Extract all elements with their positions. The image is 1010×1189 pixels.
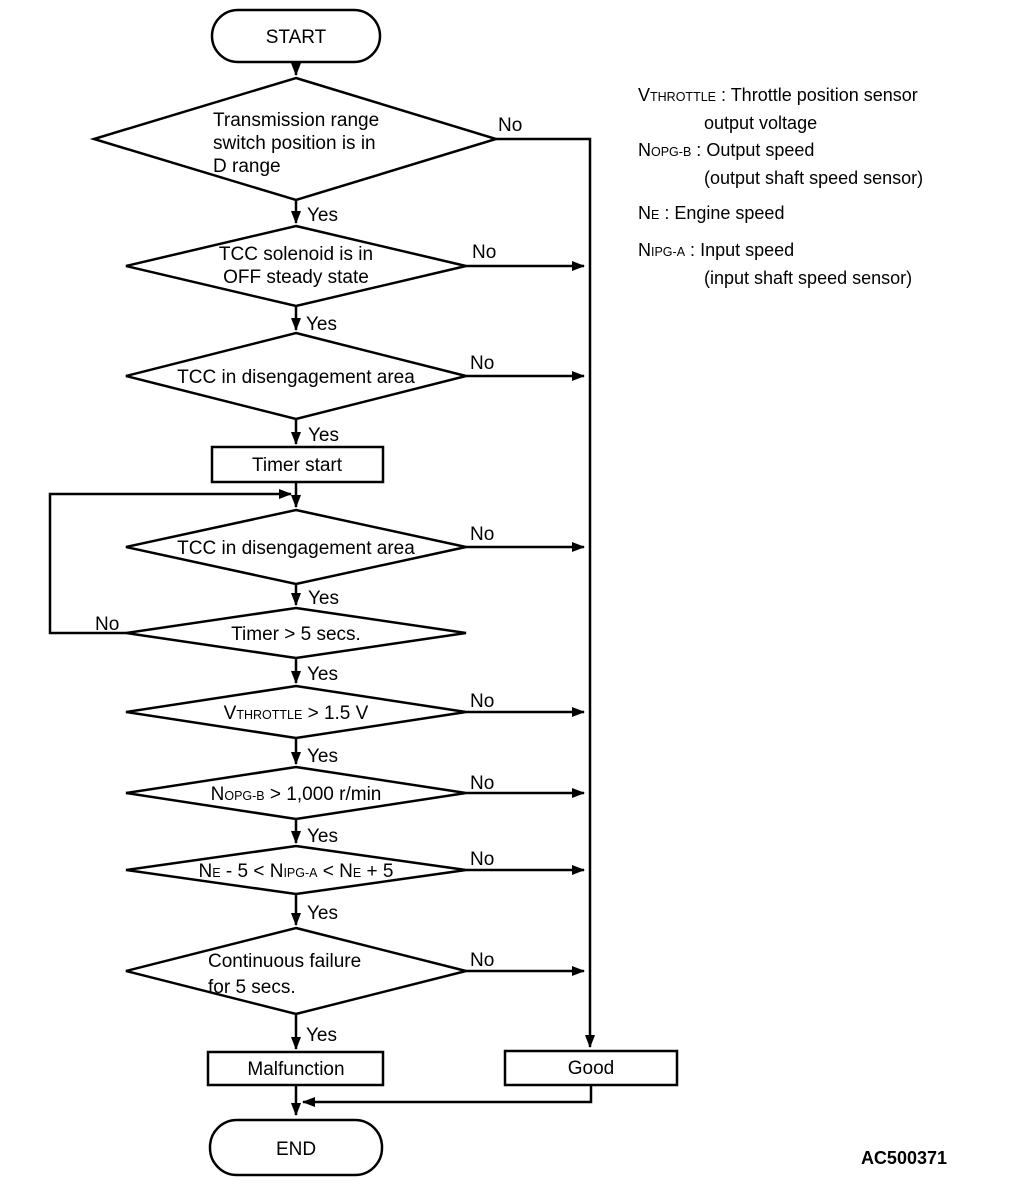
yes-label-d1: Yes <box>307 205 338 226</box>
decision-ne-nipga <box>125 844 467 896</box>
no-label-d8: No <box>470 849 494 870</box>
yes-label-d8: Yes <box>307 903 338 924</box>
yes-label-d3: Yes <box>308 425 339 446</box>
legend-desc2: output voltage <box>704 113 818 133</box>
decision-timer-5secs-label: Timer > 5 secs. <box>231 624 361 645</box>
legend-separator: : <box>691 140 707 160</box>
no-label-d4: No <box>470 524 494 545</box>
yes-label-d4: Yes <box>308 588 339 609</box>
decision-tcc-solenoid-line1: TCC solenoid is in <box>219 244 373 265</box>
legend-subscript: E <box>651 208 660 222</box>
legend-desc: Output speed <box>706 140 815 160</box>
edge-good-to-junction <box>302 1085 593 1107</box>
decision-continuous-failure <box>125 926 467 1016</box>
decision-timer-5secs <box>125 606 467 660</box>
figure-code: AC500371 <box>860 1148 947 1168</box>
legend-line: VTHROTTLE : Throttle position sensor <box>638 82 918 110</box>
yes-label-d5: Yes <box>307 664 338 685</box>
decision-nopgb <box>125 765 467 821</box>
yes-label-d2: Yes <box>306 314 337 335</box>
process-good <box>503 1049 679 1087</box>
legend-subscript: THROTTLE <box>650 90 716 104</box>
legend-desc2: (input shaft speed sensor) <box>704 268 913 288</box>
legend-symbol: N <box>638 140 651 160</box>
legend-separator: : <box>716 85 731 105</box>
legend-item-ne: NE : Engine speed <box>638 200 784 228</box>
no-label-d6: No <box>470 691 494 712</box>
process-malfunction-label: Malfunction <box>247 1059 344 1080</box>
start-label: START <box>266 27 327 48</box>
decision-trans-range-line2: switch position is in <box>213 133 376 154</box>
legend-separator: : <box>685 240 701 260</box>
decision-trans-range <box>89 76 501 202</box>
decision-tcc-disengagement-1-label: TCC in disengagement area <box>177 367 415 388</box>
end-node <box>208 1118 384 1177</box>
decision-tcc-solenoid-off <box>125 224 467 308</box>
decision-trans-range-line3: D range <box>213 156 281 177</box>
decision-trans-range-line1: Transmission range <box>213 110 379 131</box>
no-label-d9: No <box>470 950 494 971</box>
decision-tcc-disengagement-2-label: TCC in disengagement area <box>177 538 415 559</box>
edge-d5-no-loop <box>48 489 292 635</box>
yes-label-d7: Yes <box>307 826 338 847</box>
no-label-d3: No <box>470 353 494 374</box>
legend-item-vthrottle: VTHROTTLE : Throttle position sensor out… <box>638 82 918 136</box>
legend-desc: Input speed <box>700 240 795 260</box>
process-timer-start <box>210 445 385 484</box>
process-timer-start-label: Timer start <box>252 455 343 476</box>
legend-desc: Engine speed <box>674 203 785 223</box>
decision-nopgb-label: NOPG-B > 1,000 r/min <box>211 784 382 805</box>
decision-vthrottle-label: VTHROTTLE > 1.5 V <box>224 703 369 724</box>
decision-vthrottle <box>125 684 467 740</box>
edge-d1-no-spine <box>496 137 595 1048</box>
legend-item-nopgb: NOPG-B : Output speed (output shaft spee… <box>638 137 923 191</box>
process-malfunction <box>206 1050 385 1087</box>
legend-item-nipga: NIPG-A : Input speed (input shaft speed … <box>638 237 912 291</box>
decision-continuous-failure-line1: Continuous failure <box>208 951 361 972</box>
start-node <box>210 8 382 64</box>
legend-line: NIPG-A : Input speed <box>638 237 912 265</box>
decision-tcc-solenoid-line2: OFF steady state <box>223 267 369 288</box>
process-good-label: Good <box>568 1058 614 1079</box>
legend-symbol: N <box>638 240 651 260</box>
legend-desc: Throttle position sensor <box>730 85 918 105</box>
decision-continuous-failure-line2: for 5 secs. <box>208 977 296 998</box>
no-label-d5: No <box>95 614 119 635</box>
legend-separator: : <box>659 203 675 223</box>
legend-symbol: V <box>638 85 651 105</box>
decision-tcc-disengagement-1 <box>125 331 467 421</box>
legend-line: NOPG-B : Output speed <box>638 137 923 165</box>
no-label-d2: No <box>472 242 496 263</box>
yes-label-d6: Yes <box>307 746 338 767</box>
decision-ne-nipga-label: NE - 5 < NIPG-A < NE + 5 <box>199 861 394 882</box>
no-label-d1: No <box>498 115 522 136</box>
no-label-d7: No <box>470 773 494 794</box>
legend-desc2: (output shaft speed sensor) <box>704 168 924 188</box>
legend-symbol: N <box>638 203 651 223</box>
legend-subscript: OPG-B <box>651 145 692 159</box>
yes-label-d9: Yes <box>306 1025 337 1046</box>
decision-tcc-disengagement-2 <box>125 508 467 586</box>
legend-subscript: IPG-A <box>651 245 686 259</box>
legend-line: NE : Engine speed <box>638 200 784 228</box>
end-label: END <box>276 1139 316 1160</box>
